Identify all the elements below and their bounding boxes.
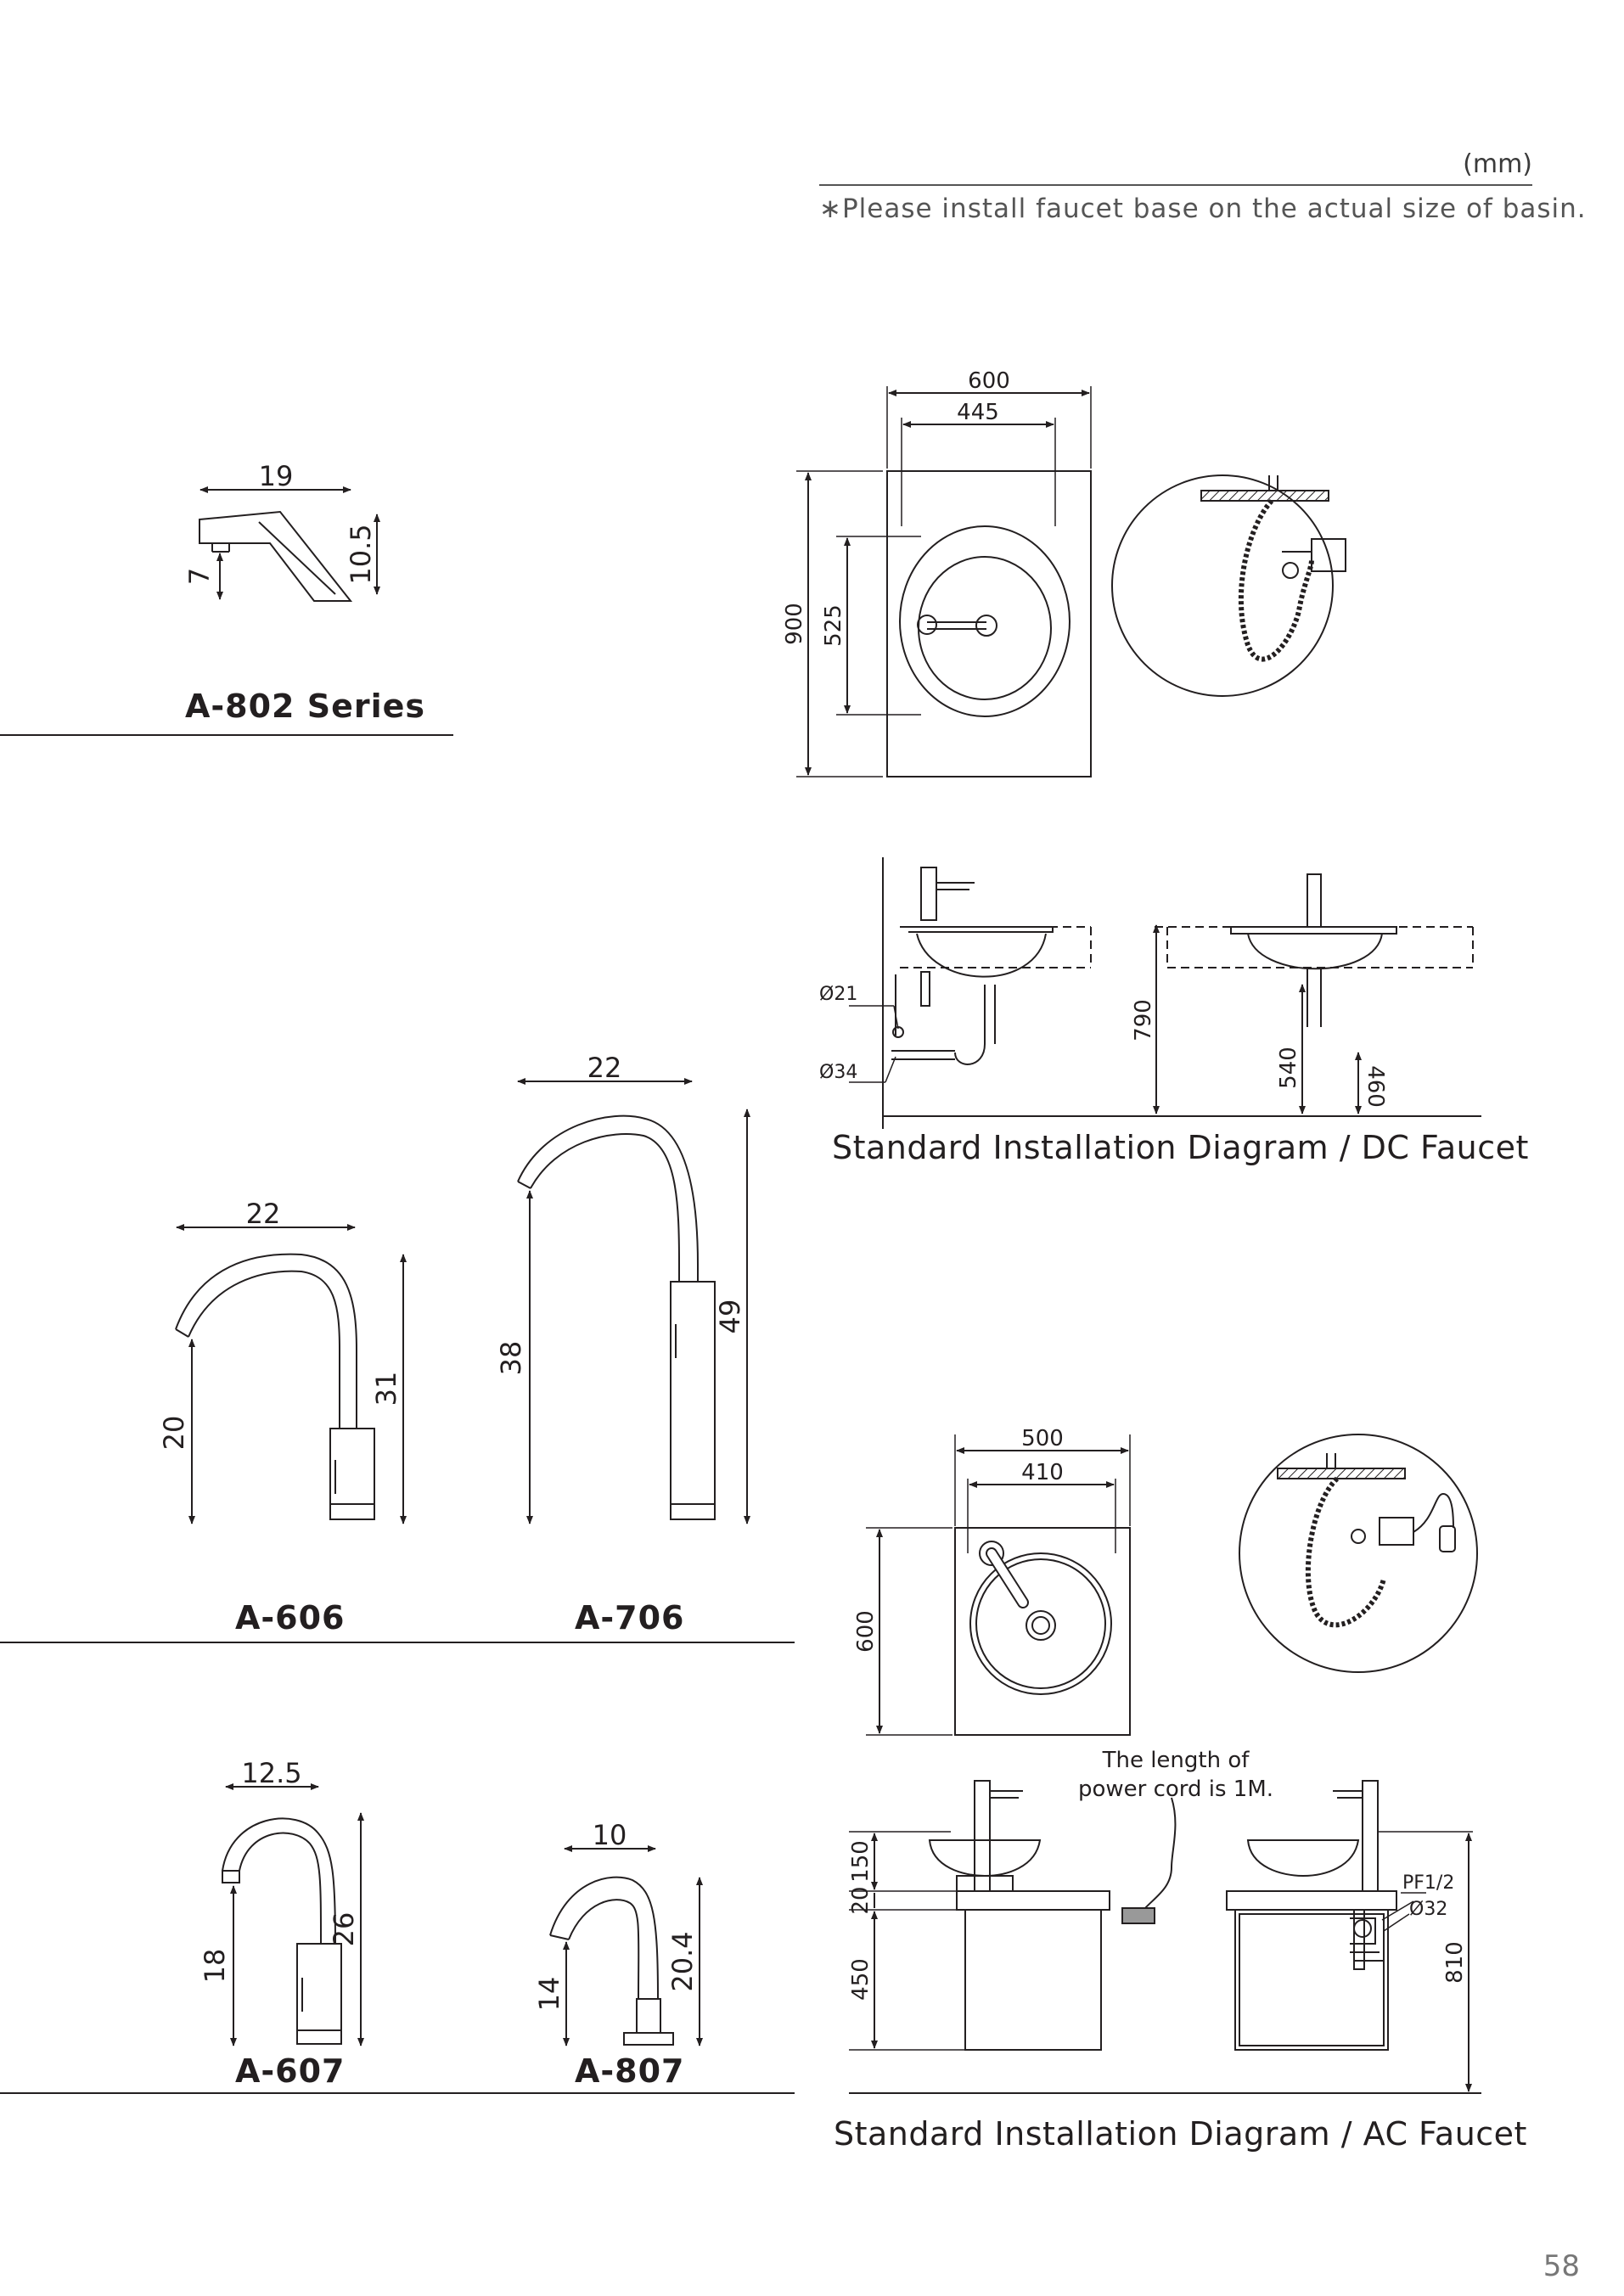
a607-faucet-drawing — [222, 1817, 342, 2045]
page-number: 58 — [1543, 2249, 1580, 2283]
ac-dim-20: 20 — [848, 1886, 874, 1914]
ac-dim-150: 150 — [848, 1840, 874, 1883]
dc-diagram-title: Standard Installation Diagram / DC Fauce… — [832, 1129, 1529, 1166]
a802-faucet-drawing — [199, 510, 353, 602]
dc-dim-445: 445 — [957, 400, 999, 425]
model-a807-title: A-807 — [575, 2052, 685, 2090]
a802-dim-height: 10.5 — [345, 524, 377, 584]
a706-dim-spout: 38 — [495, 1341, 527, 1376]
a606-dim-width: 22 — [246, 1198, 281, 1230]
model-a706-title: A-706 — [575, 1599, 685, 1636]
ac-dim-d32: Ø32 — [1409, 1899, 1447, 1920]
ac-dim-450: 450 — [848, 1958, 874, 2001]
dc-dim-d21: Ø21 — [819, 984, 857, 1005]
ac-side-view-right — [1226, 1780, 1426, 2051]
ac-dim-pf12: PF1/2 — [1402, 1872, 1454, 1894]
dc-side-view-left — [882, 857, 1155, 1129]
unit-label: (mm) — [1463, 149, 1532, 179]
dc-dim-d34: Ø34 — [819, 1062, 857, 1083]
a606-dim-height: 31 — [370, 1372, 402, 1406]
dc-side-view-right — [1155, 873, 1481, 1117]
dc-top-view — [886, 470, 1092, 777]
ac-cord-note-line2: power cord is 1M. — [1078, 1777, 1273, 1802]
dc-dim-790: 790 — [1131, 999, 1156, 1041]
a606-faucet-drawing — [175, 1253, 375, 1520]
ac-detail-circle — [1239, 1434, 1478, 1673]
dc-detail-circle — [1111, 474, 1346, 697]
ac-diagram-title: Standard Installation Diagram / AC Fauce… — [834, 2115, 1527, 2153]
ac-dim-500: 500 — [1021, 1426, 1064, 1451]
a607-dim-width: 12.5 — [241, 1757, 301, 1789]
model-a802-title: A-802 Series — [185, 688, 426, 725]
model-a606-title: A-606 — [235, 1599, 346, 1636]
a807-dim-height: 20.4 — [666, 1931, 699, 1991]
a706-dim-height: 49 — [714, 1300, 746, 1334]
ac-top-view — [954, 1527, 1131, 1736]
a606-dim-spout: 20 — [158, 1416, 190, 1451]
ac-dim-600: 600 — [853, 1610, 879, 1653]
dc-dim-460: 460 — [1363, 1065, 1388, 1108]
a802-dim-width: 19 — [259, 460, 294, 492]
dc-dim-540: 540 — [1276, 1047, 1301, 1089]
dc-dim-600: 600 — [968, 368, 1010, 394]
ac-dim-810: 810 — [1442, 1941, 1468, 1984]
install-note: ∗Please install faucet base on the actua… — [819, 194, 1587, 224]
ac-dim-410: 410 — [1021, 1460, 1064, 1485]
ac-cord-note-line1: The length of — [1102, 1748, 1250, 1773]
header-rule — [819, 184, 1532, 186]
a807-dim-spout: 14 — [533, 1977, 565, 2012]
dc-dim-900: 900 — [782, 603, 807, 645]
a607-dim-spout: 18 — [199, 1949, 231, 1984]
a802-dim-spout: 7 — [183, 568, 216, 585]
ac-side-view-left — [849, 1780, 1177, 2051]
dc-dim-525: 525 — [821, 604, 846, 647]
a706-faucet-drawing — [517, 1114, 716, 1520]
a807-dim-width: 10 — [593, 1819, 627, 1851]
model-a607-title: A-607 — [235, 2052, 346, 2090]
a807-faucet-drawing — [549, 1876, 674, 2046]
a607-dim-height: 26 — [328, 1912, 360, 1947]
a706-dim-width: 22 — [587, 1052, 622, 1084]
